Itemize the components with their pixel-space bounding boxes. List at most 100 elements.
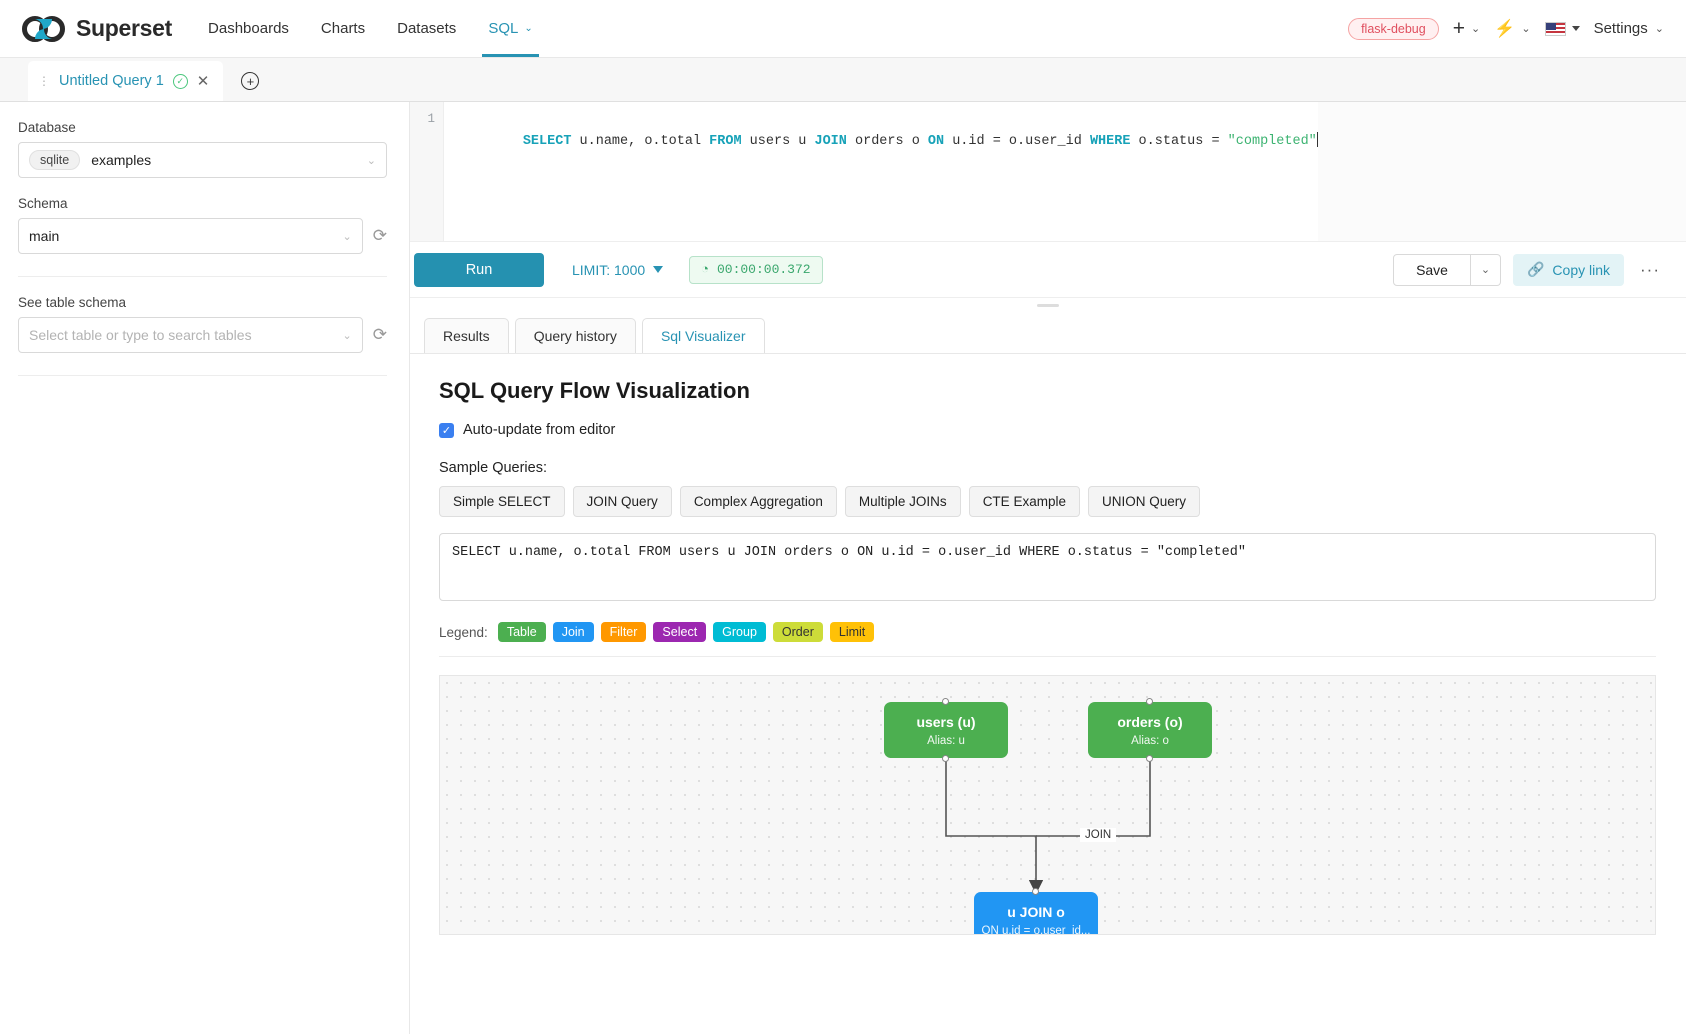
add-query-tab-button[interactable]: +: [223, 61, 277, 101]
copy-link-button[interactable]: 🔗 Copy link: [1512, 253, 1625, 286]
legend-badge-table: Table: [497, 622, 546, 642]
left-sidebar: Database sqlite examples ⌄ Schema main ⌄…: [0, 102, 410, 1034]
auto-update-row: ✓ Auto-update from editor: [439, 422, 1656, 438]
graph-node-subtitle: Alias: o: [1131, 734, 1169, 747]
settings-menu[interactable]: Settings ⌄: [1594, 20, 1664, 37]
chevron-down-icon: ⌄: [524, 23, 533, 34]
chevron-down-icon: ⌄: [342, 329, 352, 342]
nav-item-datasets[interactable]: Datasets: [397, 0, 456, 57]
sample-query-button[interactable]: Simple SELECT: [439, 486, 565, 517]
node-handle-bottom[interactable]: [1146, 755, 1153, 762]
graph-node-join[interactable]: u JOIN o ON u.id = o.user_id...: [974, 888, 1098, 935]
editor-code-line: SELECT u.name, o.total FROM users u JOIN…: [444, 102, 1318, 241]
nav-label-charts: Charts: [320, 20, 366, 37]
code-token: orders o: [846, 134, 928, 150]
sample-query-button[interactable]: CTE Example: [968, 486, 1080, 517]
more-options-button[interactable]: ···: [1640, 259, 1660, 279]
graph-node-subtitle: ON u.id = o.user_id...: [981, 924, 1091, 935]
sidebar-divider-2: [18, 375, 387, 376]
tab-results[interactable]: Results: [424, 318, 509, 353]
sql-editor[interactable]: 1 SELECT u.name, o.total FROM users u JO…: [410, 102, 1686, 242]
drag-handle-icon[interactable]: ⋮: [38, 74, 50, 88]
legend-badge-filter: Filter: [600, 622, 647, 642]
graph-node-title: orders (o): [1117, 713, 1183, 730]
sample-query-button[interactable]: Complex Aggregation: [679, 486, 837, 517]
refresh-schema-icon[interactable]: ⟳: [372, 226, 387, 245]
settings-label: Settings: [1593, 20, 1648, 37]
tab-label-results: Results: [443, 328, 490, 344]
query-timer: ◔ 00:00:00.372: [689, 255, 823, 284]
editor-gutter: 1: [410, 102, 444, 241]
editor-empty-area[interactable]: [1317, 102, 1686, 241]
code-token: SELECT: [522, 134, 572, 150]
database-engine-pill: sqlite: [29, 150, 81, 170]
save-button-group: Save ⌄: [1393, 253, 1501, 286]
close-icon[interactable]: ✕: [196, 73, 210, 90]
graph-node-orders[interactable]: orders (o) Alias: o: [1088, 698, 1212, 762]
sample-query-button[interactable]: Multiple JOINs: [844, 486, 961, 517]
query-flow-canvas[interactable]: users (u) Alias: u orders (o) Alias: o u JOI…: [439, 675, 1656, 935]
auto-update-checkbox[interactable]: ✓: [439, 422, 454, 438]
sample-query-button[interactable]: JOIN Query: [572, 486, 672, 517]
nav-item-dashboards[interactable]: Dashboards: [208, 0, 289, 57]
save-button[interactable]: Save: [1393, 253, 1471, 286]
graph-node-subtitle: Alias: u: [927, 734, 965, 747]
lightning-bolt-icon: ⚡: [1494, 19, 1516, 38]
schema-select[interactable]: main ⌄: [18, 218, 363, 254]
superset-logo-icon: [22, 15, 66, 42]
code-token: "completed": [1227, 134, 1317, 150]
graph-node-title: users (u): [916, 713, 976, 730]
tab-query-history[interactable]: Query history: [514, 318, 636, 353]
query-tab-strip: ⋮ Untitled Query 1 ✓ ✕ +: [0, 58, 1686, 102]
code-token: FROM: [709, 134, 742, 150]
clock-icon: ◔: [701, 262, 709, 277]
refresh-tables-icon[interactable]: ⟳: [372, 325, 387, 344]
right-pane: 1 SELECT u.name, o.total FROM users u JO…: [410, 102, 1686, 1034]
sample-queries-label: Sample Queries:: [439, 460, 547, 476]
limit-label: LIMIT: 1000: [572, 261, 646, 278]
graph-node-users[interactable]: users (u) Alias: u: [884, 698, 1008, 762]
query-tab-untitled-query-1[interactable]: ⋮ Untitled Query 1 ✓ ✕: [28, 61, 224, 101]
caret-down-icon: [1571, 26, 1580, 31]
sample-query-button[interactable]: UNION Query: [1087, 486, 1200, 517]
code-token: u.name, o.total: [571, 134, 710, 150]
timer-value: 00:00:00.372: [716, 262, 811, 277]
graph-node-title: u JOIN o: [1007, 903, 1065, 920]
code-token: WHERE: [1089, 134, 1131, 150]
query-tab-label: Untitled Query 1: [59, 73, 164, 89]
node-handle-top[interactable]: [1032, 888, 1039, 895]
page-title: SQL Query Flow Visualization: [439, 378, 750, 403]
chevron-down-icon: ⌄: [1654, 23, 1664, 35]
caret-down-icon: [653, 266, 664, 273]
graph-edges: [945, 758, 1151, 895]
sql-input-textarea[interactable]: [439, 533, 1656, 601]
quick-actions-menu[interactable]: ⚡ ⌄: [1494, 20, 1530, 37]
node-handle-bottom[interactable]: [942, 755, 949, 762]
copy-link-label: Copy link: [1552, 261, 1611, 278]
run-button[interactable]: Run: [414, 252, 544, 287]
table-select[interactable]: Select table or type to search tables ⌄: [18, 317, 363, 353]
chevron-down-icon: ⌄: [342, 230, 352, 243]
node-handle-top[interactable]: [942, 698, 949, 705]
code-token: u.id = o.user_id: [944, 134, 1090, 150]
node-handle-top[interactable]: [1146, 698, 1153, 705]
nav-item-charts[interactable]: Charts: [321, 0, 365, 57]
graph-edge-label-join: JOIN: [1080, 828, 1117, 842]
schema-value: main: [29, 228, 60, 244]
nav-item-sql[interactable]: SQL ⌄: [482, 0, 540, 57]
success-check-icon: ✓: [172, 73, 188, 89]
legend-badge-limit: Limit: [829, 622, 875, 642]
save-dropdown-button[interactable]: ⌄: [1470, 253, 1501, 286]
database-select[interactable]: sqlite examples ⌄: [18, 142, 387, 178]
table-schema-label: See table schema: [18, 295, 127, 310]
pane-resize-handle[interactable]: [410, 298, 1686, 312]
brand-logo-group[interactable]: Superset: [22, 15, 172, 42]
link-icon: 🔗: [1526, 261, 1545, 277]
limit-dropdown[interactable]: LIMIT: 1000: [572, 261, 664, 278]
chevron-down-icon: ⌄: [1470, 23, 1481, 35]
tab-sql-visualizer[interactable]: Sql Visualizer: [641, 318, 765, 353]
tab-label-query-history: Query history: [533, 328, 617, 344]
new-item-menu[interactable]: + ⌄: [1453, 18, 1480, 39]
language-menu[interactable]: [1544, 21, 1580, 36]
